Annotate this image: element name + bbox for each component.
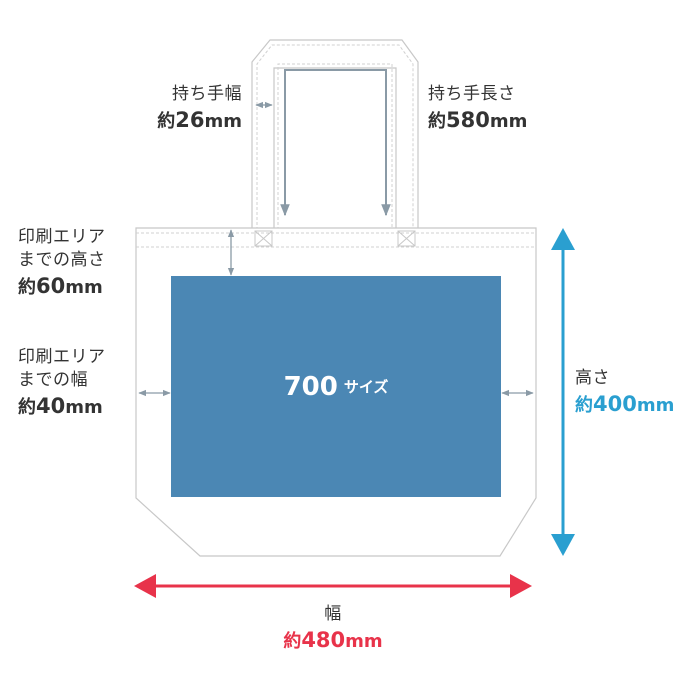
handle-length-title: 持ち手長さ xyxy=(428,84,516,104)
handle-length-label: 持ち手長さ 約580mm xyxy=(428,83,527,134)
bag-width-prefix: 約 xyxy=(283,630,302,652)
print-height-value: 60 xyxy=(36,273,66,298)
print-width-value: 40 xyxy=(36,393,66,418)
print-size-number: 700 xyxy=(283,371,338,402)
bag-width-label: 幅 約480mm xyxy=(233,603,433,654)
handle-length-arrow xyxy=(280,69,391,217)
bag-height-prefix: 約 xyxy=(575,394,593,416)
print-height-line1: 印刷エリア xyxy=(18,227,106,247)
bag-width-arrow xyxy=(134,574,532,598)
print-size-suffix: サイズ xyxy=(343,378,389,396)
handle-width-value: 26 xyxy=(175,107,205,132)
handle-width-unit: mm xyxy=(204,110,242,132)
bag-width-unit: mm xyxy=(345,630,383,652)
handle-length-unit: mm xyxy=(489,110,528,132)
handle-length-prefix: 約 xyxy=(428,110,446,132)
print-width-line1: 印刷エリア xyxy=(18,347,106,367)
print-height-label: 印刷エリア までの高さ 約60mm xyxy=(18,226,106,300)
handle-attachment-left xyxy=(254,230,273,247)
handle-length-value: 580 xyxy=(446,107,490,132)
print-height-line2: までの高さ xyxy=(18,249,106,270)
print-width-line2: までの幅 xyxy=(18,369,88,390)
bag-height-title: 高さ xyxy=(575,368,610,388)
bag-width-title: 幅 xyxy=(324,604,342,624)
print-area xyxy=(171,276,501,497)
print-width-unit: mm xyxy=(65,396,103,418)
handle-width-title: 持ち手幅 xyxy=(172,84,242,104)
bag-height-label: 高さ 約400mm xyxy=(575,367,674,418)
handle-width-label: 持ち手幅 約26mm xyxy=(130,83,242,134)
bag-height-value: 400 xyxy=(593,391,637,416)
print-width-prefix: 約 xyxy=(18,396,36,418)
handle-attachment-right xyxy=(397,230,416,247)
print-area-label: 700 サイズ xyxy=(171,276,501,497)
handle-stitch xyxy=(256,44,414,230)
print-height-unit: mm xyxy=(65,276,103,298)
bag-height-arrow xyxy=(551,228,575,556)
print-width-label: 印刷エリア までの幅 約40mm xyxy=(18,346,106,420)
bag-height-unit: mm xyxy=(636,394,675,416)
handle-width-prefix: 約 xyxy=(157,110,176,132)
handle-outline xyxy=(251,39,419,231)
bag-width-value: 480 xyxy=(301,627,346,652)
print-height-prefix: 約 xyxy=(18,276,36,298)
